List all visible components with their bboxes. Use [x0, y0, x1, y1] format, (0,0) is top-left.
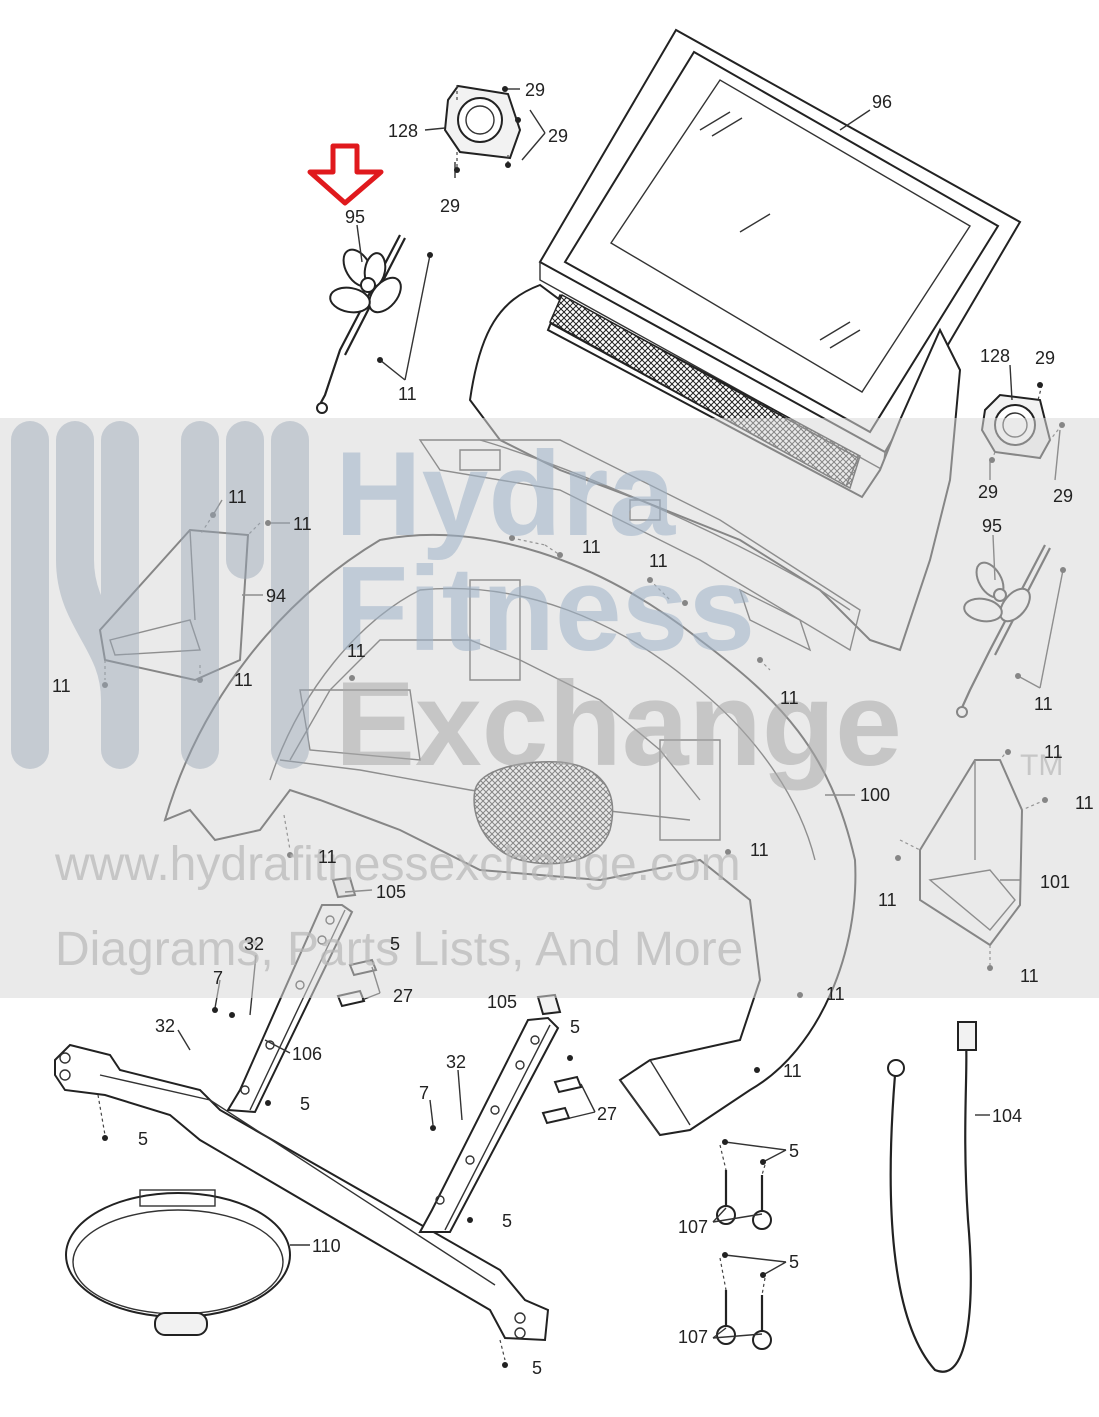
callout-11: 11 [234, 670, 253, 690]
watermark-line2: Fitness [335, 542, 755, 676]
callout-11: 11 [1020, 966, 1039, 986]
watermark-line3: Exchange [335, 657, 902, 791]
callout-96: 96 [872, 92, 892, 112]
callout-107: 107 [678, 1217, 708, 1237]
callout-32: 32 [446, 1052, 466, 1072]
callout-11: 11 [347, 641, 366, 661]
callout-11: 11 [318, 847, 337, 867]
callout-32: 32 [244, 934, 264, 954]
callout-11: 11 [878, 890, 897, 910]
feet-107 [716, 1170, 772, 1350]
speaker-128-top [443, 84, 522, 160]
callout-5: 5 [138, 1129, 148, 1149]
callout-110: 110 [312, 1236, 341, 1256]
callout-5: 5 [502, 1211, 512, 1231]
callout-5: 5 [300, 1094, 310, 1114]
callout-29: 29 [440, 196, 460, 216]
callout-27: 27 [597, 1104, 617, 1124]
callout-11: 11 [1034, 694, 1053, 714]
callout-105: 105 [376, 882, 406, 902]
callout-5: 5 [789, 1141, 799, 1161]
callout-11: 11 [780, 688, 799, 708]
watermark-url: www.hydrafitnessexchange.com [54, 838, 741, 891]
chest-strap-110 [65, 1189, 291, 1336]
callout-7: 7 [213, 968, 223, 988]
callout-11: 11 [228, 487, 247, 507]
callout-11: 11 [293, 514, 312, 534]
callout-104: 104 [992, 1106, 1022, 1126]
callout-27: 27 [393, 986, 413, 1006]
base-frame-tube [54, 1043, 550, 1342]
callout-105: 105 [487, 992, 517, 1012]
callout-95: 95 [982, 516, 1002, 536]
callout-11: 11 [52, 676, 71, 696]
callout-7: 7 [419, 1083, 429, 1103]
callout-29: 29 [1035, 348, 1055, 368]
callout-29: 29 [1053, 486, 1073, 506]
watermark-tm: TM [1020, 749, 1063, 782]
watermark: Hydra Fitness Exchange TM www.hydrafitne… [0, 418, 1099, 998]
callout-5: 5 [532, 1358, 542, 1378]
callout-11: 11 [398, 384, 417, 404]
callout-11: 11 [826, 984, 845, 1004]
callout-94: 94 [266, 586, 286, 606]
callout-106: 106 [292, 1044, 322, 1064]
callout-11: 11 [1075, 793, 1094, 813]
callout-101: 101 [1040, 872, 1070, 892]
callout-95: 95 [345, 207, 365, 227]
callout-5: 5 [570, 1017, 580, 1037]
cable-104 [887, 1021, 977, 1373]
callout-11: 11 [783, 1061, 802, 1081]
callout-128: 128 [388, 121, 418, 141]
highlight-arrow-icon [307, 143, 384, 206]
watermark-tagline: Diagrams, Parts Lists, And More [55, 923, 743, 976]
callout-5: 5 [789, 1252, 799, 1272]
callout-11: 11 [582, 537, 601, 557]
callout-29: 29 [548, 126, 568, 146]
callout-107: 107 [678, 1327, 708, 1347]
callout-labels: 29 29 128 29 96 95 11 128 29 29 29 11 11… [52, 80, 1094, 1378]
watermark-line1: Hydra [335, 427, 676, 561]
fan-95-left [316, 234, 406, 414]
callout-11: 11 [649, 551, 668, 571]
callout-32: 32 [155, 1016, 175, 1036]
callout-29: 29 [525, 80, 545, 100]
callout-100: 100 [860, 785, 890, 805]
callout-11: 11 [750, 840, 769, 860]
callout-128: 128 [980, 346, 1010, 366]
callout-5: 5 [390, 934, 400, 954]
callout-29: 29 [978, 482, 998, 502]
callout-11: 11 [1044, 742, 1063, 762]
upright-right [418, 1016, 560, 1233]
